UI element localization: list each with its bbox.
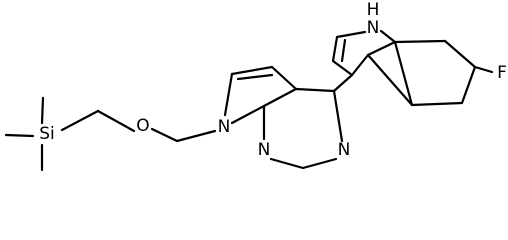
bond	[393, 40, 414, 107]
bond	[335, 30, 367, 39]
atom-label-pyrimidine-n-left: N	[258, 140, 271, 160]
bond	[96, 109, 136, 133]
bond	[4, 133, 35, 138]
chemical-structure: H N F N O Si N N	[4, 0, 507, 172]
atom-label-indole-nh-h: H	[367, 0, 380, 20]
bond	[366, 40, 397, 57]
bond	[223, 72, 234, 117]
atom-label-fluorine: F	[497, 63, 507, 83]
atom-label-pyrrole-n: N	[218, 117, 231, 137]
bond	[460, 65, 477, 105]
bond	[294, 87, 336, 93]
bond	[262, 87, 298, 108]
bond	[301, 157, 338, 170]
bond	[332, 73, 354, 93]
bond	[331, 59, 354, 77]
bond	[331, 35, 339, 63]
bond	[175, 129, 217, 143]
atom-label-oxygen: O	[136, 116, 149, 136]
bond	[443, 39, 477, 69]
bond	[150, 127, 179, 143]
bond	[40, 96, 45, 125]
bond	[236, 73, 274, 81]
bond	[340, 38, 347, 63]
bond	[350, 53, 370, 77]
bond	[60, 109, 100, 132]
bond	[270, 65, 298, 91]
bond	[473, 65, 494, 74]
atom-label-pyrimidine-n-right: N	[338, 140, 351, 160]
atom-label-indole-n: N	[367, 18, 380, 38]
bond	[410, 101, 464, 107]
bond	[230, 104, 266, 125]
atom-label-silicon: Si	[39, 124, 55, 144]
bond	[379, 29, 397, 44]
bond	[269, 157, 305, 170]
bond	[393, 39, 447, 44]
bond	[332, 89, 344, 143]
bond	[366, 53, 414, 107]
bond	[230, 65, 274, 76]
